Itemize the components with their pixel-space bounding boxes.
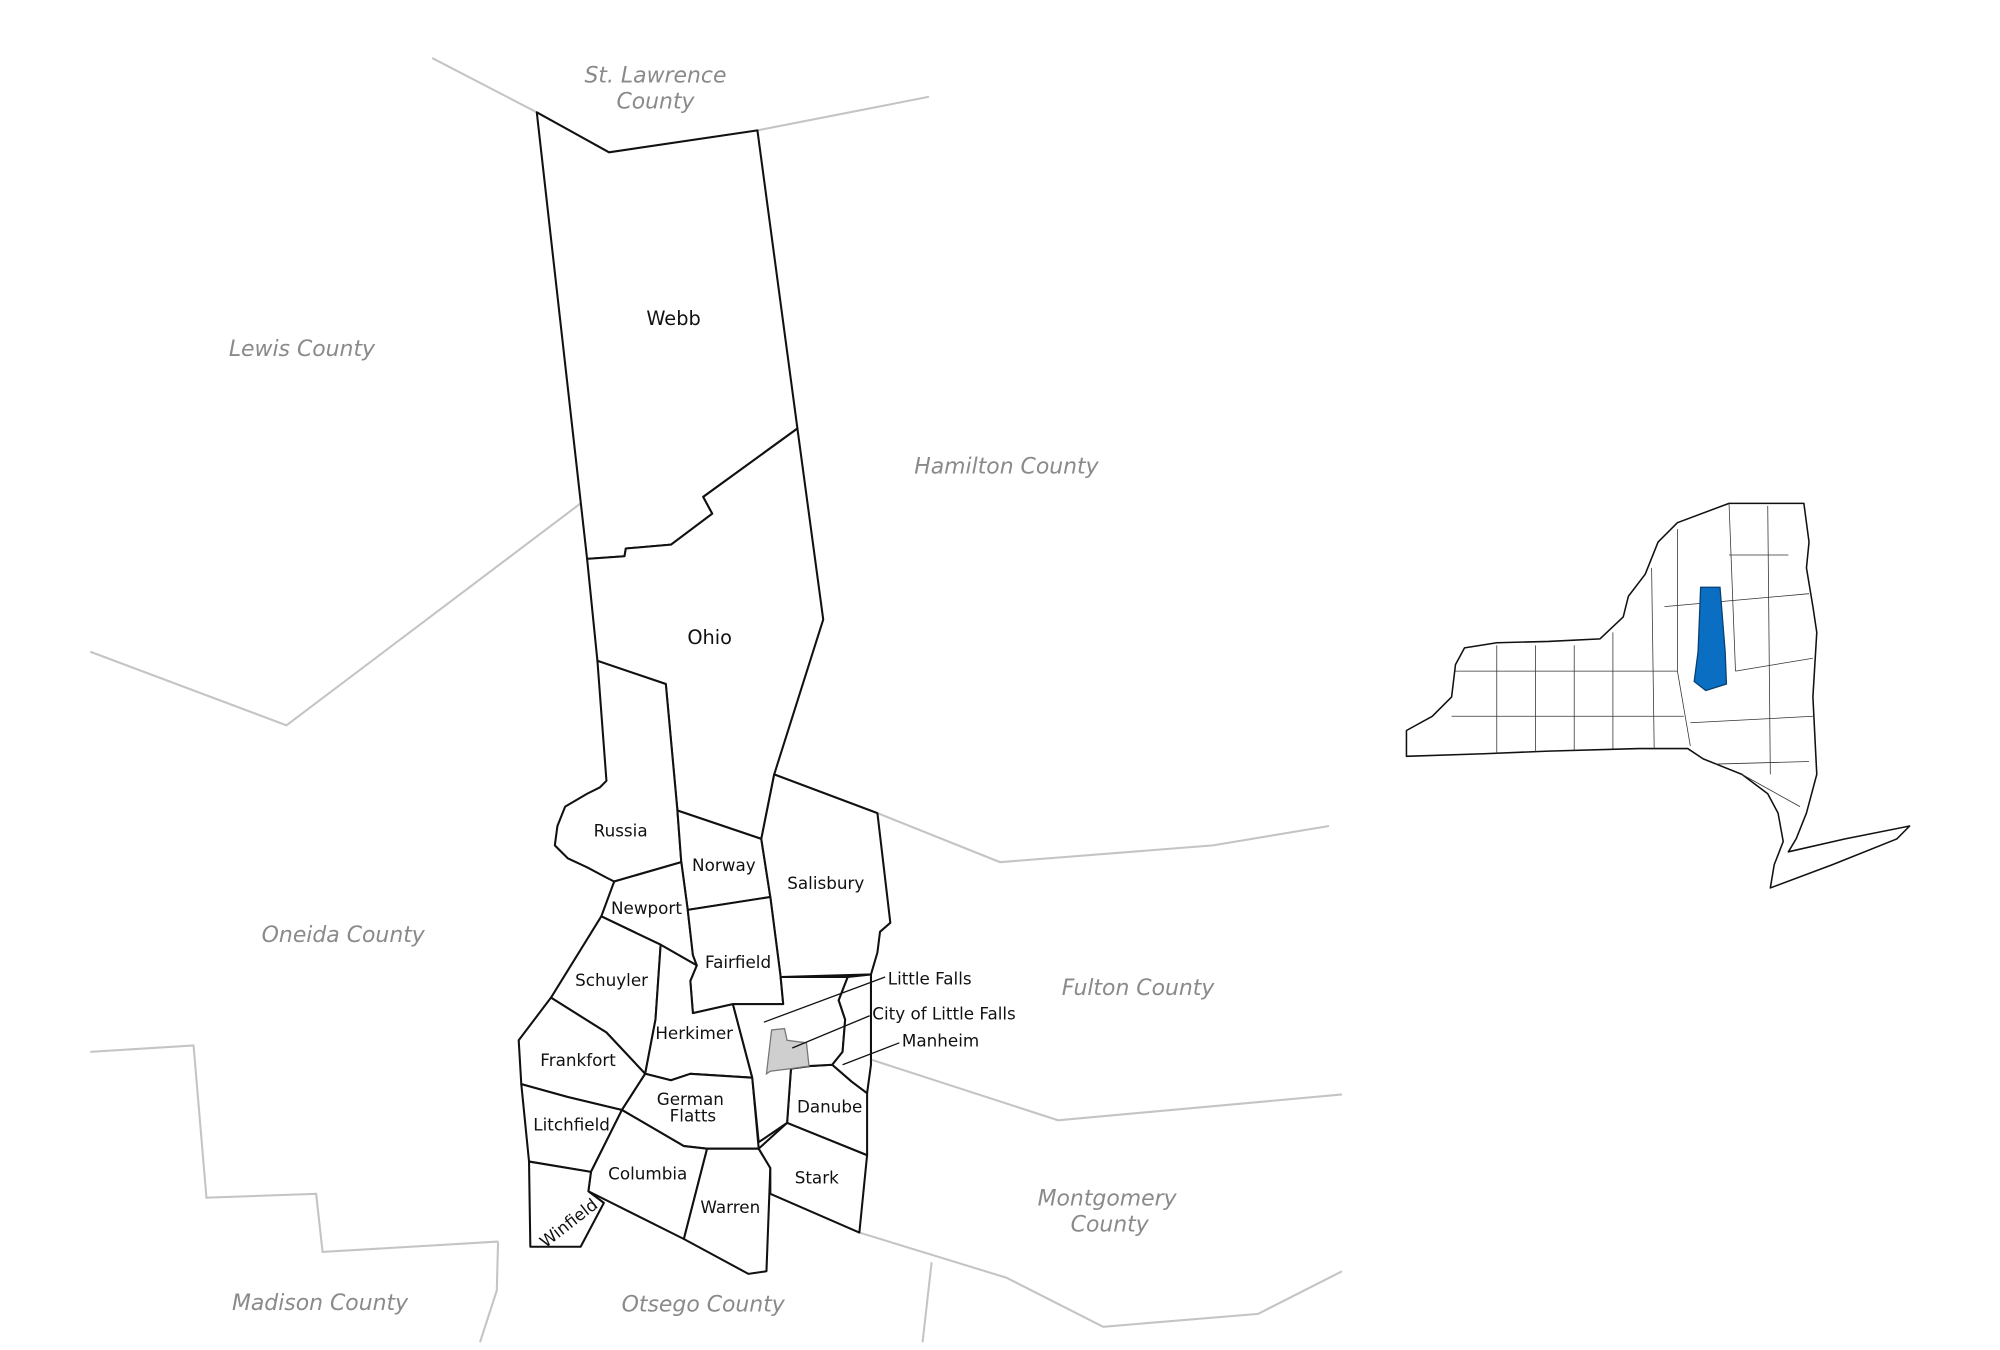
label-webb: Webb (646, 307, 700, 330)
label-fairfield: Fairfield (705, 952, 771, 972)
label-montgomery-2: County (1071, 1212, 1150, 1237)
label-salisbury: Salisbury (787, 873, 864, 893)
leader-lines (763, 976, 900, 1066)
town-russia[interactable] (553, 659, 683, 883)
label-norway: Norway (692, 855, 756, 875)
herkimer-county-highlight (1693, 586, 1728, 692)
label-st-lawrence-1: St. Lawrence (585, 64, 727, 89)
town-salisbury[interactable] (760, 773, 892, 979)
label-warren: Warren (700, 1197, 760, 1217)
label-litchfield: Litchfield (533, 1115, 610, 1135)
label-danube: Danube (797, 1097, 862, 1117)
label-montgomery-1: Montgomery (1038, 1186, 1178, 1211)
neighbor-county-boundaries (89, 57, 1343, 1343)
label-german-flatts-2: Flatts (670, 1106, 716, 1126)
town-manheim[interactable] (831, 973, 872, 1095)
new-york-outline (1405, 502, 1911, 889)
label-lewis-county: Lewis County (229, 337, 376, 362)
label-city-of-little-falls: City of Little Falls (872, 1004, 1016, 1024)
label-hamilton-county: Hamilton County (914, 455, 1099, 480)
towns (517, 111, 892, 1275)
label-frankfort: Frankfort (540, 1050, 616, 1070)
label-schuyler: Schuyler (575, 970, 648, 990)
label-newport: Newport (611, 898, 682, 918)
label-madison-county: Madison County (232, 1291, 409, 1316)
label-german-flatts-1: German (657, 1089, 724, 1109)
town-winfield[interactable] (528, 1160, 605, 1248)
label-herkimer: Herkimer (655, 1023, 733, 1043)
label-russia: Russia (594, 820, 648, 840)
label-columbia: Columbia (608, 1164, 687, 1184)
label-manheim: Manheim (902, 1031, 979, 1051)
label-little-falls: Little Falls (888, 969, 972, 989)
county-labels: St. Lawrence County Lewis County Hamilto… (229, 64, 1216, 1318)
label-oneida-county: Oneida County (262, 923, 426, 948)
label-stark: Stark (795, 1168, 839, 1188)
new-york-state-locator-inset (1405, 502, 1911, 889)
label-otsego-county: Otsego County (622, 1292, 786, 1317)
city-of-little-falls[interactable] (765, 1027, 810, 1076)
county-grid (1451, 503, 1813, 807)
label-st-lawrence-2: County (616, 89, 695, 114)
label-fulton-county: Fulton County (1062, 976, 1216, 1001)
label-ohio: Ohio (687, 626, 732, 649)
